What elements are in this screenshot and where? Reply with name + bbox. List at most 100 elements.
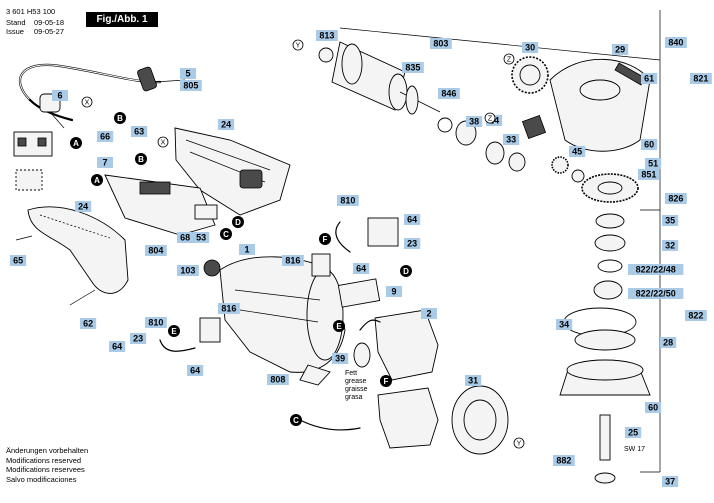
svg-text:A: A [94,176,100,185]
svg-text:24: 24 [221,120,231,130]
svg-text:30: 30 [525,43,535,53]
switch-assembly-drawing [104,174,218,236]
motor-housing-drawing [203,256,346,373]
part-label-2: 2 [421,308,437,319]
part-label-822_48: 822/22/48 [628,264,684,275]
part-label-23a: 23 [404,238,421,249]
svg-text:816: 816 [285,256,300,266]
svg-text:66: 66 [100,132,110,142]
svg-text:34: 34 [559,320,569,330]
part-label-7: 7 [97,157,113,168]
part-label-45: 45 [569,146,586,157]
svg-text:63: 63 [134,127,144,137]
part-label-29: 29 [612,44,629,55]
svg-text:32: 32 [665,241,675,251]
part-label-803: 803 [430,38,452,49]
rear-handle-lower-drawing [15,206,129,306]
svg-text:813: 813 [319,31,334,41]
svg-text:816: 816 [221,304,236,314]
connector-b-marker: B [135,153,147,165]
svg-text:826: 826 [668,194,683,204]
svg-text:810: 810 [340,196,355,206]
connector-c-marker: C [290,414,302,426]
part-label-804: 804 [145,245,167,256]
svg-text:X: X [161,140,166,147]
fan-drawing [299,342,371,386]
part-label-5: 5 [180,68,196,79]
svg-text:A: A [73,139,79,148]
svg-text:E: E [171,327,177,336]
cord-clamp-drawing [13,131,53,191]
part-label-28: 28 [660,337,677,348]
svg-text:846: 846 [441,89,456,99]
svg-text:31: 31 [468,376,478,386]
svg-text:25: 25 [628,428,638,438]
svg-text:E: E [336,322,342,331]
stand-date: 09-05-18 [34,18,65,27]
svg-text:804: 804 [148,246,163,256]
part-label-835: 835 [402,62,424,73]
connector-a-marker: A [70,137,82,149]
svg-text:62: 62 [83,319,93,329]
part-label-61: 61 [641,73,658,84]
svg-text:33: 33 [506,135,516,145]
part-label-64a: 64 [353,263,370,274]
power-cord-drawing [19,63,162,129]
part-label-24a: 24 [218,119,235,130]
part-label-808: 808 [267,374,289,385]
svg-text:7: 7 [102,158,107,168]
part-label-30: 30 [522,42,539,53]
part-label-51: 51 [645,158,662,169]
reference-y-marker: Y [513,437,525,449]
svg-text:803: 803 [433,39,448,49]
stand-label: Stand [6,18,26,27]
svg-text:2: 2 [426,309,431,319]
part-label-66: 66 [97,131,114,142]
reference-z-marker: Z [503,53,515,65]
reference-x-marker: X [81,96,93,108]
svg-text:35: 35 [665,216,675,226]
part-label-810b: 810 [145,317,167,328]
spindle-size-label: SW 17 [624,446,645,453]
part-label-65: 65 [10,255,27,266]
part-label-805: 805 [180,80,202,91]
spindle-stack-drawing [559,213,651,484]
svg-text:1: 1 [244,245,249,255]
connector-e-marker: E [333,320,345,332]
svg-text:60: 60 [644,140,654,150]
svg-text:B: B [117,114,123,123]
svg-text:23: 23 [407,239,417,249]
part-label-33: 33 [503,134,520,145]
part-label-826: 826 [665,193,687,204]
crown-gear-drawing [581,173,639,203]
svg-text:28: 28 [663,338,673,348]
svg-text:Z: Z [507,57,512,64]
svg-text:805: 805 [183,81,198,91]
connector-e-marker: E [168,325,180,337]
svg-text:53: 53 [196,233,206,243]
connector-c-marker: C [220,228,232,240]
svg-text:822: 822 [688,311,703,321]
svg-text:103: 103 [180,266,195,276]
svg-text:F: F [323,235,328,244]
notice-line: Änderungen vorbehalten [6,446,89,455]
svg-text:6: 6 [57,91,62,101]
part-label-882: 882 [553,455,575,466]
part-label-816a: 816 [282,255,304,266]
flange-drawing [451,385,509,455]
part-label-37: 37 [662,476,679,487]
svg-text:X: X [85,100,90,107]
brush-holder-drawing [159,217,399,352]
svg-text:810: 810 [148,318,163,328]
part-label-34: 34 [556,319,573,330]
part-label-64b: 64 [404,214,421,225]
svg-text:64: 64 [112,342,122,352]
part-label-822_50: 822/22/50 [628,288,684,299]
part-label-62: 62 [80,318,97,329]
part-label-60a: 60 [641,139,658,150]
issue-label: Issue [6,27,24,36]
rear-handle-upper-drawing [174,127,291,216]
part-label-6: 6 [52,90,68,101]
part-label-32: 32 [662,240,679,251]
field-coil-drawing [299,309,439,449]
